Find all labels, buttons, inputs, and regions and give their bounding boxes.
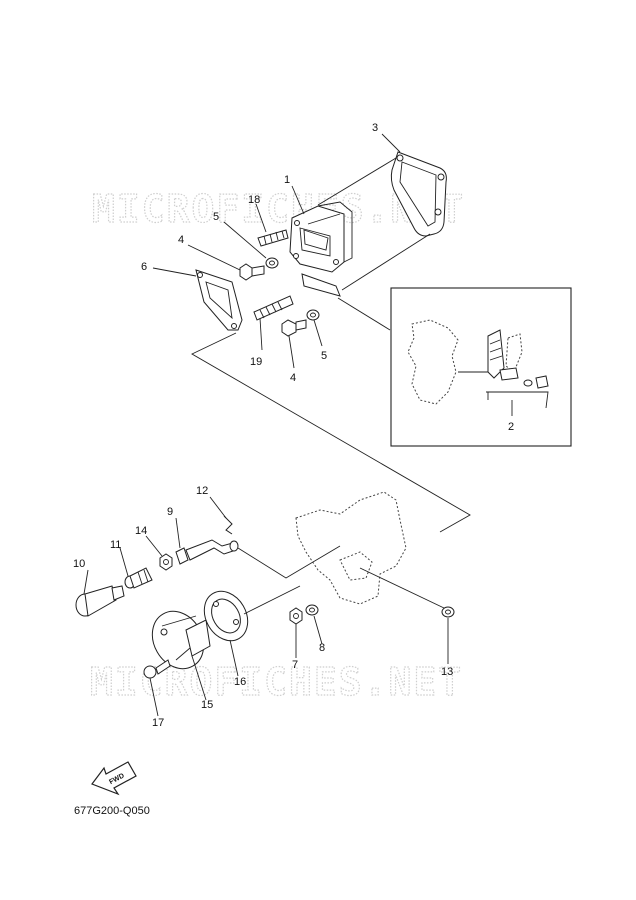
gasket-6	[195, 269, 243, 331]
leader-gasket-3-b	[341, 233, 431, 291]
callout-7: 7	[292, 659, 298, 671]
leader-gasket-3-a	[317, 157, 397, 206]
washer-5-lower	[306, 309, 320, 321]
callout-14: 14	[135, 525, 147, 537]
housing-outline	[295, 491, 407, 605]
callout-17: 17	[152, 717, 164, 729]
fwd-arrow-icon: FWD	[91, 761, 137, 796]
clip-12	[223, 515, 233, 535]
frame-leader-inset	[337, 297, 391, 331]
callout-5-lower: 5	[321, 350, 327, 362]
callout-6: 6	[141, 261, 147, 273]
washer-5-upper	[265, 257, 279, 269]
callout-15: 15	[201, 699, 213, 711]
callout-11: 11	[110, 539, 121, 551]
callout-13: 13	[441, 666, 453, 678]
bolt-4-lower	[281, 319, 307, 337]
callout-leaders-lower	[83, 496, 449, 717]
thermostat-cover-15	[151, 610, 211, 670]
bolt-4-upper	[239, 263, 265, 281]
callout-19: 19	[250, 356, 262, 368]
callout-18: 18	[248, 194, 260, 206]
callout-9: 9	[167, 506, 173, 518]
frame-leader-left	[191, 332, 471, 533]
inset-box	[390, 287, 572, 447]
fitting-11	[124, 567, 153, 589]
nut-7	[289, 607, 303, 625]
bolt-10	[75, 585, 125, 617]
callout-2: 2	[508, 421, 514, 433]
bolt-18	[257, 229, 289, 247]
thermostat-16	[203, 590, 249, 642]
hose-9	[175, 539, 239, 565]
gasket-under-valve	[301, 273, 341, 297]
leader-thermostat	[243, 585, 301, 615]
diagram-code: 677G200-Q050	[74, 805, 150, 817]
callout-5-upper: 5	[213, 211, 219, 223]
watermark-bottom: MICROFICHES.NET	[90, 660, 463, 704]
callout-3: 3	[372, 122, 378, 134]
callout-10: 10	[73, 558, 85, 570]
gasket-13	[441, 606, 455, 618]
callout-numbers: 1 2 3 4 4 5 5 6 7 8 9 10 11 12 13 14 15 …	[73, 122, 514, 729]
callout-8: 8	[319, 642, 325, 654]
reed-valve-assembly-1	[289, 201, 353, 273]
callout-4-lower: 4	[290, 372, 296, 384]
callout-4-upper: 4	[178, 234, 184, 246]
hose-route	[237, 545, 341, 579]
bolt-19	[253, 295, 294, 321]
gasket-3	[390, 151, 447, 237]
callout-leaders-upper	[152, 133, 401, 369]
nut-14	[159, 553, 173, 571]
callout-1: 1	[284, 174, 290, 186]
washer-8	[305, 604, 319, 616]
callout-12: 12	[196, 485, 208, 497]
callout-16: 16	[234, 676, 246, 688]
leader-gasket-13	[359, 567, 445, 609]
